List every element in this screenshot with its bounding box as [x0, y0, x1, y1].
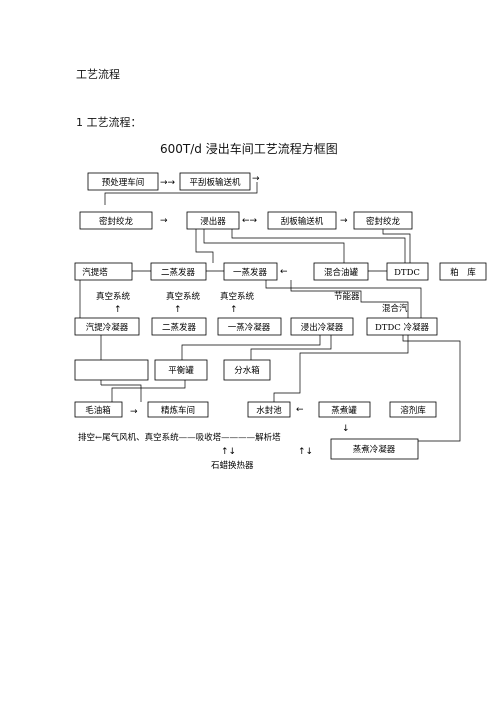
diagram-title: 600T/d 浸出车间工艺流程方框图: [160, 142, 338, 156]
box-first-evap-condenser: 一蒸冷凝器: [217, 317, 282, 336]
svg-text:平刮板输送机: 平刮板输送机: [189, 177, 241, 188]
svg-text:蒸煮冷凝器: 蒸煮冷凝器: [353, 444, 396, 455]
box-second-evaporator-lower: 二蒸发器: [151, 317, 207, 336]
connector-line: [104, 182, 258, 205]
box-water-separator: 分水箱: [223, 359, 271, 381]
connector-line: [231, 229, 406, 263]
connector-line: [382, 229, 411, 263]
svg-text:二蒸发器: 二蒸发器: [161, 267, 196, 278]
svg-text:二蒸发器: 二蒸发器: [162, 322, 197, 333]
label-vacuum-system: 真空系统: [96, 291, 131, 302]
label-paraffin-exchanger: 石蜡换热器: [211, 460, 254, 471]
box-stripper: 汽提塔: [74, 262, 133, 281]
svg-text:密封绞龙: 密封绞龙: [99, 216, 134, 227]
arrow-right-icon: →: [130, 407, 138, 417]
connector-line: [195, 229, 214, 263]
box-sealed-auger-2: 密封绞龙: [353, 211, 413, 230]
connector-line: [111, 380, 186, 402]
box-stripper-condenser: 汽提冷凝器: [74, 317, 140, 336]
box-pretreatment: 预处理车间: [87, 172, 159, 191]
bidirectional-arrow-icon: ↑↓: [221, 447, 236, 457]
svg-text:毛油箱: 毛油箱: [85, 405, 111, 416]
svg-text:水封池: 水封池: [256, 405, 282, 416]
arrow-right-icon: →: [252, 174, 260, 184]
section-heading: 工艺流程: [76, 68, 120, 81]
box-sealed-auger-1: 密封绞龙: [79, 211, 153, 230]
box-extractor: 浸出器: [186, 211, 240, 230]
connector-line: [273, 335, 409, 402]
arrow-right-icon: →: [160, 216, 168, 226]
box-first-evaporator: 一蒸发器: [223, 262, 278, 281]
box-balance-tank: 平衡罐: [154, 359, 208, 381]
svg-text:一蒸发器: 一蒸发器: [233, 267, 268, 278]
svg-text:汽提塔: 汽提塔: [82, 267, 108, 278]
label-vacuum-system: 真空系统: [166, 291, 201, 302]
connector-line: [250, 335, 332, 360]
connector-line: [290, 280, 409, 318]
box-extraction-condenser: 浸出冷凝器: [290, 317, 354, 336]
box-dtdc: DTDC: [386, 262, 429, 281]
connector-line: [203, 229, 345, 263]
arrow-up-icon: ↑: [230, 305, 238, 315]
box-cooking-tank: 蒸煮罐: [318, 401, 371, 418]
box-meal-store: 粕 库: [439, 262, 487, 281]
box-dtdc-condenser: DTDC 冷凝器: [366, 317, 438, 336]
svg-text:DTDC 冷凝器: DTDC 冷凝器: [375, 322, 430, 333]
bidirectional-arrow-icon: ↑↓: [298, 447, 313, 457]
svg-text:预处理车间: 预处理车间: [102, 177, 145, 188]
box-blank: [74, 359, 149, 381]
box-cooking-condenser: 蒸煮冷凝器: [330, 438, 419, 460]
box-crude-oil-tank: 毛油箱: [74, 401, 123, 418]
arrow-left-icon: ←: [296, 405, 304, 415]
svg-text:DTDC: DTDC: [394, 268, 420, 278]
label-mixed-steam: 混合汽: [382, 303, 408, 314]
arrow-up-icon: ↑: [114, 305, 122, 315]
connector-line: [402, 335, 461, 442]
svg-text:汽提冷凝器: 汽提冷凝器: [86, 322, 129, 333]
svg-text:平衡罐: 平衡罐: [168, 365, 194, 376]
box-flat-scraper-conveyor: 平刮板输送机: [179, 172, 251, 191]
connector-line: [101, 384, 142, 402]
svg-text:粕 库: 粕 库: [450, 267, 476, 278]
label-exhaust-line: 排空←尾气风机、真空系统——吸收塔————解析塔: [78, 432, 281, 443]
arrow-right-icon: →: [340, 216, 348, 226]
subsection-heading: 1 工艺流程：: [76, 116, 142, 129]
svg-text:分水箱: 分水箱: [234, 365, 260, 376]
svg-text:一蒸冷凝器: 一蒸冷凝器: [228, 322, 271, 333]
svg-text:浸出器: 浸出器: [200, 216, 226, 227]
connector-line: [265, 280, 422, 318]
svg-text:溶剂库: 溶剂库: [400, 405, 426, 416]
arrow-left-icon: ←: [280, 267, 288, 277]
svg-text:刮板输送机: 刮板输送机: [281, 216, 324, 227]
svg-text:混合油罐: 混合油罐: [324, 267, 359, 278]
svg-text:精炼车间: 精炼车间: [161, 405, 195, 416]
svg-text:浸出冷凝器: 浸出冷凝器: [301, 322, 344, 333]
svg-text:蒸煮罐: 蒸煮罐: [331, 405, 357, 416]
arrow-down-icon: ↓: [342, 424, 350, 434]
label-vacuum-system: 真空系统: [220, 291, 255, 302]
connector-line: [181, 335, 321, 360]
box-scraper-conveyor: 刮板输送机: [267, 211, 337, 230]
box-water-seal-pool: 水封池: [247, 401, 291, 418]
bidirectional-arrow-icon: ←→: [242, 216, 258, 226]
label-economizer: 节能器: [334, 291, 360, 302]
arrow-up-icon: ↑: [174, 305, 182, 315]
svg-text:密封绞龙: 密封绞龙: [366, 216, 401, 227]
box-solvent-store: 溶剂库: [389, 401, 437, 418]
box-second-evaporator: 二蒸发器: [150, 262, 207, 281]
box-mixed-oil-tank: 混合油罐: [313, 262, 369, 281]
box-refinery: 精炼车间: [147, 401, 209, 418]
arrow-right-icon: →→: [160, 178, 176, 188]
